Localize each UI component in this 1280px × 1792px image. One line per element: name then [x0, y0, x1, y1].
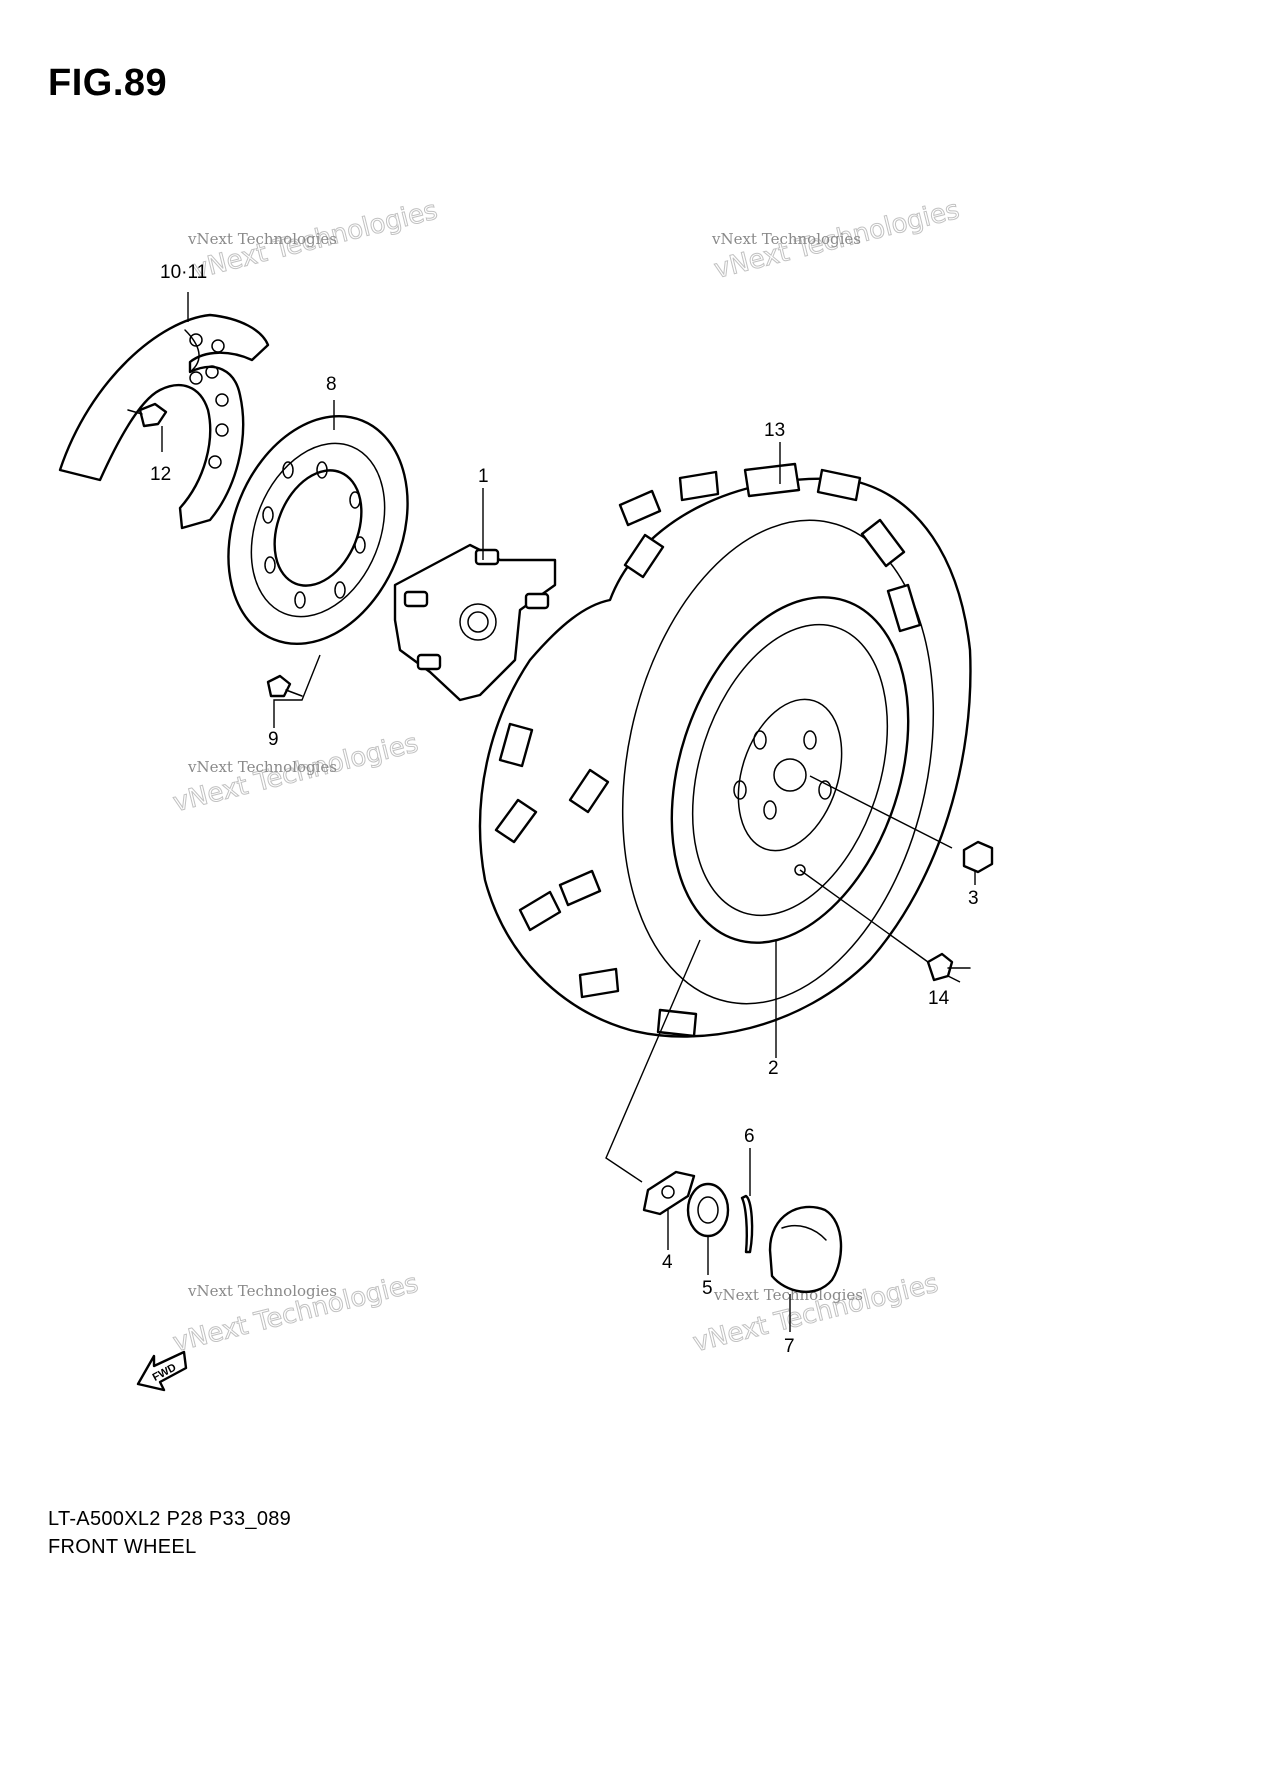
- part-14-valve[interactable]: [926, 952, 971, 982]
- part-12-bolt[interactable]: [127, 402, 168, 428]
- callout-2: 2: [768, 1058, 779, 1079]
- callout-10-11: 10·11: [160, 262, 207, 283]
- callout-3: 3: [968, 888, 979, 909]
- callout-4: 4: [662, 1252, 673, 1273]
- part-10-11-disc-cover[interactable]: [58, 313, 270, 530]
- part-8-brake-disc[interactable]: [196, 389, 440, 671]
- part-9-disc-bolt[interactable]: [266, 674, 303, 698]
- svg-text:vNext Technologies: vNext Technologies: [187, 1282, 337, 1300]
- figure-title: FIG.89: [48, 62, 168, 104]
- callout-8: 8: [326, 374, 337, 395]
- tire-tread-blocks: [494, 462, 922, 1038]
- svg-text:vNext Technologies: vNext Technologies: [187, 758, 337, 776]
- part-6-cotter-pin[interactable]: [740, 1194, 754, 1254]
- callout-12: 12: [150, 464, 171, 485]
- fwd-arrow-icon: FWD: [136, 1350, 188, 1392]
- callout-14: 14: [928, 988, 950, 1009]
- part-7-hub-cap[interactable]: [768, 1205, 843, 1294]
- leader-lines: [161, 292, 976, 1332]
- callout-6: 6: [744, 1126, 755, 1147]
- svg-text:vNext Technologies: vNext Technologies: [713, 1286, 863, 1304]
- part-3-wheel-nut[interactable]: [962, 840, 994, 874]
- watermark-top-left: vNext Technologies vNext Technologies: [187, 195, 441, 286]
- watermark-mid-left: vNext Technologies vNext Technologies: [170, 728, 422, 819]
- svg-text:vNext Technologies: vNext Technologies: [187, 230, 337, 248]
- part-1-wheel-hub[interactable]: [393, 543, 557, 702]
- callout-13: 13: [764, 420, 785, 441]
- callout-1: 1: [478, 466, 489, 487]
- figure-code: LT-A500XL2 P28 P33_089: [48, 1508, 292, 1530]
- part-2-wheel-rim[interactable]: [630, 567, 949, 974]
- callout-5: 5: [702, 1278, 713, 1299]
- callout-9: 9: [268, 729, 279, 750]
- watermark-top-right: vNext Technologies vNext Technologies: [711, 194, 963, 285]
- part-5-castle-nut[interactable]: [686, 1182, 730, 1238]
- callout-7: 7: [784, 1336, 795, 1357]
- watermark-bottom-left: vNext Technologies vNext Technologies: [170, 1268, 422, 1359]
- part-4-washer[interactable]: [642, 1170, 696, 1216]
- figure-name: FRONT WHEEL: [48, 1536, 197, 1558]
- svg-text:vNext Technologies: vNext Technologies: [711, 230, 861, 248]
- callout-labels: 10·11 12 8 1 9 13 2 3 14 4 5 6 7: [150, 262, 979, 1357]
